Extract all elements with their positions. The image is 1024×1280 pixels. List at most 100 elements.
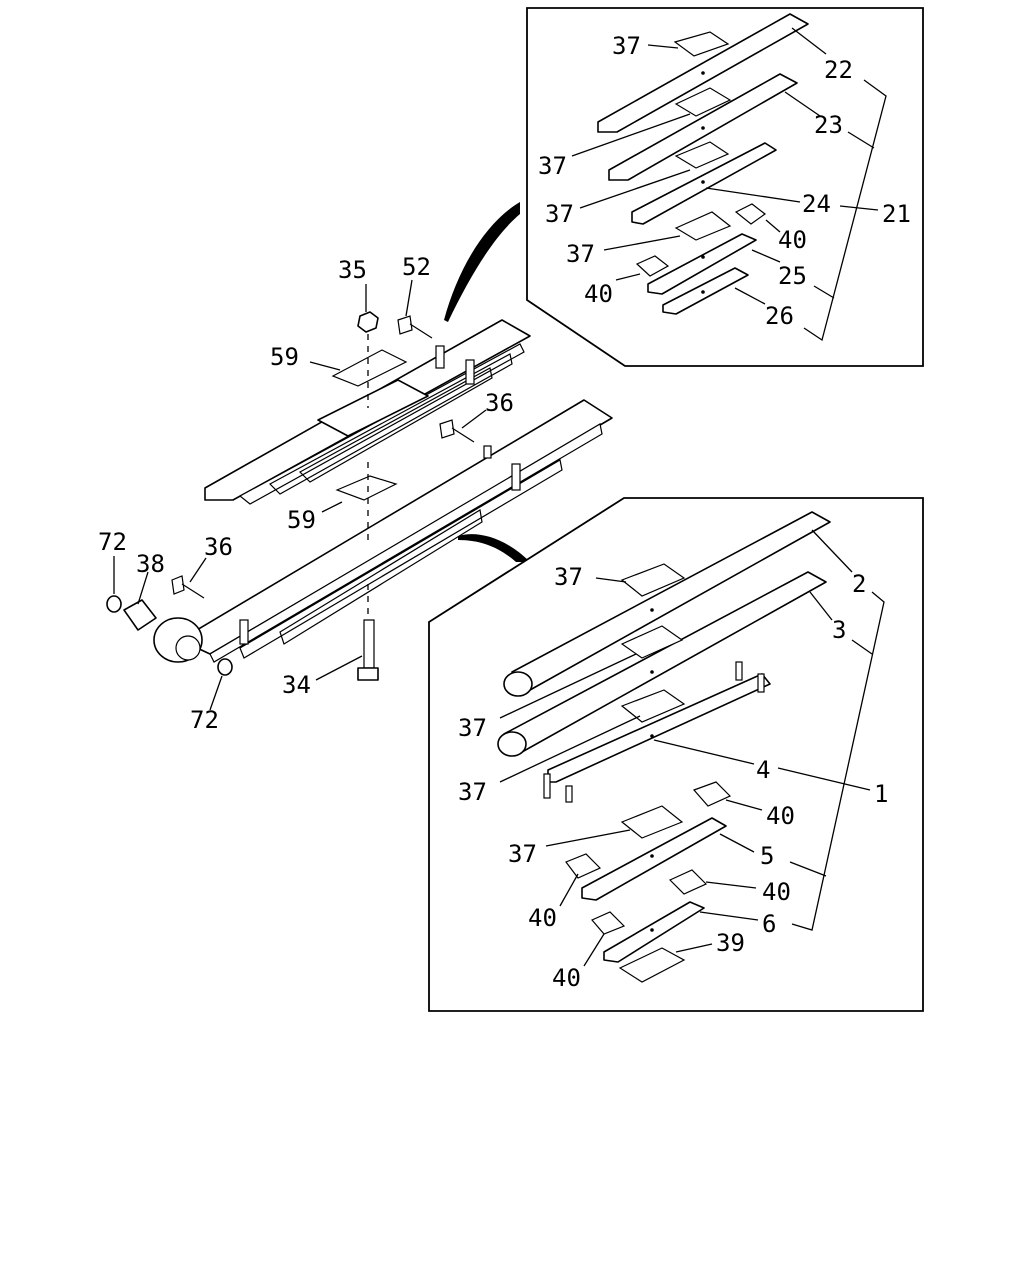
leader-39 xyxy=(675,943,713,953)
hole-dot xyxy=(701,255,705,259)
leader-37a xyxy=(647,44,679,49)
arrow-to-lower-detail xyxy=(458,534,530,562)
bracket-21-tick-b xyxy=(813,285,835,299)
leader-4 xyxy=(653,739,755,765)
leader-37h xyxy=(545,829,631,847)
pad-37-upper-b xyxy=(674,87,732,117)
leaf-2-eye xyxy=(503,671,533,697)
callout-40: 40 xyxy=(552,964,581,992)
upper-clip xyxy=(435,345,445,369)
callout-34: 34 xyxy=(282,671,311,699)
callout-40: 40 xyxy=(762,878,791,906)
washer-72 xyxy=(217,658,233,676)
leader-37f xyxy=(499,653,637,719)
leader-38 xyxy=(137,571,149,605)
center-bolt-34 xyxy=(363,619,375,669)
arrow-to-upper-detail xyxy=(444,202,520,322)
callout-37: 37 xyxy=(458,714,487,742)
leader-2 xyxy=(811,529,853,573)
leader-40b xyxy=(615,273,641,281)
leader-37g xyxy=(499,715,641,783)
bolt-36-lower xyxy=(171,575,205,599)
leader-5 xyxy=(719,833,755,853)
lower-spring-stack xyxy=(209,423,603,663)
clip-40-lower-b xyxy=(565,853,602,879)
upper-detail-panel: 37 22 23 37 37 24 21 40 37 25 40 26 xyxy=(526,7,924,367)
washer-72 xyxy=(106,595,122,613)
leaf-4-clip xyxy=(735,661,743,681)
leader-21 xyxy=(839,205,879,211)
callout-37: 37 xyxy=(566,240,595,268)
nut-35 xyxy=(357,311,379,333)
bolt-52 xyxy=(397,315,433,339)
hole-dot xyxy=(650,608,654,612)
pad-37-lower-d xyxy=(620,805,684,839)
leader-6 xyxy=(699,911,759,921)
hole-dot xyxy=(650,854,654,858)
clip-40-lower-c xyxy=(668,869,708,895)
bushing-38 xyxy=(123,599,157,631)
upper-spacer-block xyxy=(317,379,429,437)
leader-26 xyxy=(734,287,766,305)
leaf-26 xyxy=(662,267,749,315)
callout-22: 22 xyxy=(824,56,853,84)
hole-dot xyxy=(701,71,705,75)
bracket-1-tick-b xyxy=(789,861,827,877)
upper-clip xyxy=(465,359,475,385)
leader-40f xyxy=(583,933,605,967)
callout-2: 2 xyxy=(852,570,866,598)
leader-37e xyxy=(595,577,627,583)
callout-39: 39 xyxy=(716,929,745,957)
clip-40-lower-a xyxy=(692,781,732,807)
hole-dot xyxy=(701,126,705,130)
leaf-24 xyxy=(631,142,777,225)
pad-59-upper xyxy=(331,349,408,387)
hole-dot xyxy=(701,290,705,294)
leader-22 xyxy=(791,27,827,55)
leaf-3-eye xyxy=(497,731,527,757)
leader-3 xyxy=(809,591,833,621)
leaf-4-clip xyxy=(543,773,551,799)
leader-25 xyxy=(751,249,781,263)
lower-clip xyxy=(239,619,249,645)
bolt-36-upper xyxy=(439,419,475,443)
callout-72: 72 xyxy=(98,528,127,556)
callout-5: 5 xyxy=(760,842,774,870)
clip-40-upper-b xyxy=(635,255,670,277)
callout-37: 37 xyxy=(612,32,641,60)
pad-37-lower-a xyxy=(620,563,686,597)
lower-detail-panel: 37 2 3 37 37 4 1 40 37 5 40 40 6 39 40 xyxy=(428,497,924,1012)
leader-72b xyxy=(209,675,223,711)
callout-40: 40 xyxy=(766,802,795,830)
callout-37: 37 xyxy=(545,200,574,228)
leader-36b xyxy=(189,557,207,583)
callout-59: 59 xyxy=(270,343,299,371)
leader-40a xyxy=(765,219,781,233)
callout-72: 72 xyxy=(190,706,219,734)
pad-37-lower-b xyxy=(620,625,684,659)
lower-clip xyxy=(483,445,492,459)
callout-40: 40 xyxy=(584,280,613,308)
leader-36a xyxy=(461,409,487,429)
callout-37: 37 xyxy=(538,152,567,180)
callout-40: 40 xyxy=(528,904,557,932)
leaf-5 xyxy=(581,817,727,901)
callout-37: 37 xyxy=(458,778,487,806)
lower-detail-frame xyxy=(428,497,924,1012)
center-bolt-34-head xyxy=(357,667,379,681)
bracket-1 xyxy=(791,591,885,931)
leader-40e xyxy=(705,881,757,889)
callout-24: 24 xyxy=(802,190,831,218)
spring-eye-bore xyxy=(175,635,201,661)
callout-52: 52 xyxy=(402,253,431,281)
callout-40: 40 xyxy=(778,226,807,254)
callout-59: 59 xyxy=(287,506,316,534)
leader-23 xyxy=(784,91,821,117)
pad-37-lower-c xyxy=(620,689,686,723)
upper-detail-frame xyxy=(526,7,924,367)
callout-25: 25 xyxy=(778,262,807,290)
hole-dot xyxy=(650,928,654,932)
callout-4: 4 xyxy=(756,756,770,784)
bracket-21-tick-a xyxy=(847,131,875,149)
